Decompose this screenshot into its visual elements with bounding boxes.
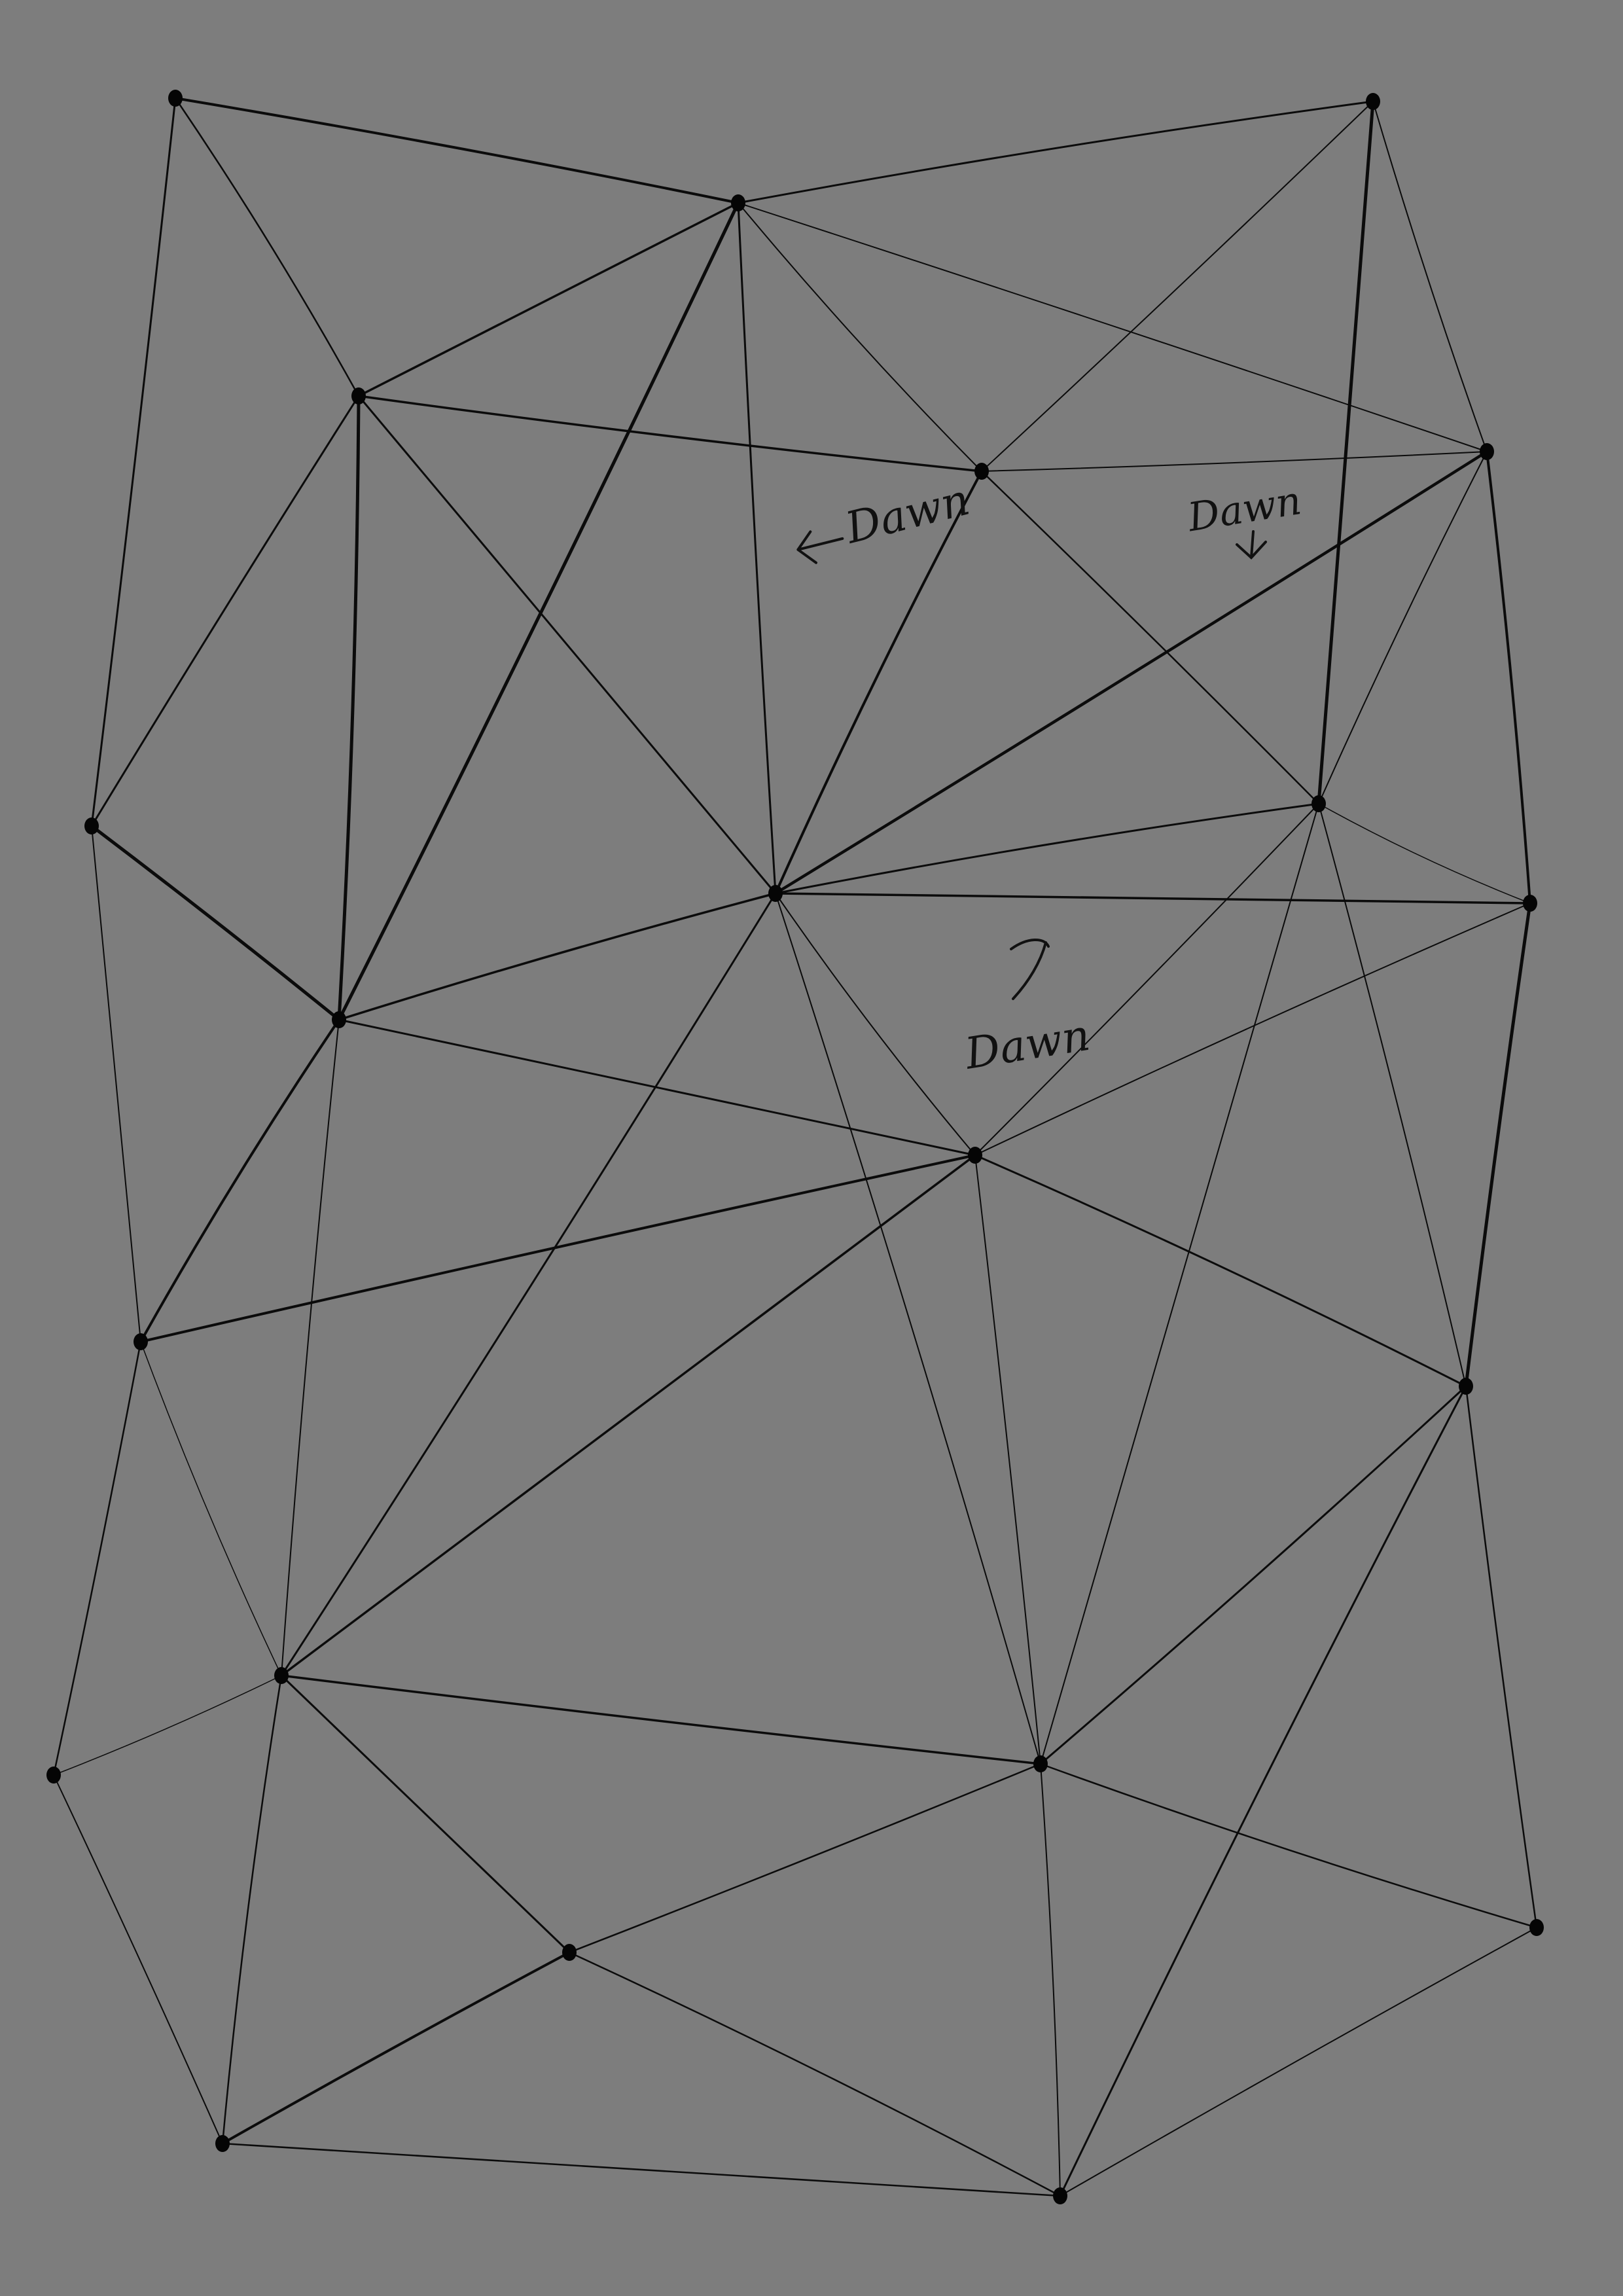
mesh-vertex-i: [768, 885, 783, 902]
mesh-edge-j-k: [1318, 803, 1531, 904]
mesh-edge-f-i: [774, 450, 1489, 895]
mesh-vertex-r: [1529, 1919, 1544, 1936]
mesh-edge-e-i: [774, 470, 983, 895]
mesh-edge-l-m: [139, 1154, 976, 1343]
mesh-edge-c-j: [1317, 99, 1375, 806]
mesh-edge-d-h: [337, 394, 361, 1022]
mesh-vertex-u: [1053, 2187, 1067, 2204]
left-arrow-icon: [796, 530, 844, 564]
mesh-vertex-e: [974, 463, 989, 480]
down-arrow-icon: [1236, 530, 1267, 560]
mesh-vertex-s: [562, 1944, 577, 1961]
mesh-edge-a-g: [90, 97, 177, 827]
mesh-vertex-j: [1311, 795, 1326, 812]
mesh-edge-k-n: [1464, 901, 1532, 1388]
mesh-edge-h-l: [338, 1018, 976, 1157]
mesh-vertices: [46, 90, 1544, 2204]
mesh-edge-j-n: [1318, 803, 1467, 1387]
mesh-vertex-c: [1366, 93, 1380, 110]
mesh-vertex-m: [134, 1333, 148, 1350]
mesh-vertex-a: [168, 90, 183, 107]
mesh-edge-s-u: [568, 1951, 1061, 2197]
mesh-edge-f-j: [1318, 451, 1488, 804]
mesh-edge-o-p: [53, 1675, 282, 1776]
mesh-edge-n-u: [1059, 1385, 1467, 2197]
mesh-edge-h-o: [281, 1019, 340, 1676]
mesh-edge-f-k: [1486, 450, 1531, 905]
mesh-vertex-b: [731, 194, 745, 211]
mesh-edge-p-t: [53, 1774, 223, 2144]
mesh-edge-g-h: [90, 824, 341, 1022]
mesh-edge-e-f: [981, 451, 1488, 472]
mesh-vertex-o: [274, 1667, 289, 1684]
mesh-edge-l-o: [280, 1154, 976, 1677]
mesh-edge-b-f: [738, 202, 1488, 452]
mesh-edge-q-u: [1040, 1763, 1061, 2197]
mesh-edge-b-d: [357, 202, 740, 397]
mesh-vertex-k: [1523, 895, 1537, 912]
mesh-edge-q-r: [1039, 1763, 1538, 1929]
mesh-edge-d-g: [90, 395, 360, 827]
mesh-edge-d-i: [357, 395, 777, 895]
mesh-edge-a-d: [174, 97, 360, 397]
mesh-vertex-f: [1480, 443, 1494, 460]
mesh-vertex-p: [46, 1767, 61, 1784]
mesh-edge-i-q: [775, 893, 1041, 1765]
mesh-edge-j-q: [1040, 803, 1319, 1765]
mesh-vertex-g: [84, 817, 99, 834]
mesh-edge-j-l: [974, 803, 1319, 1156]
mesh-vertex-d: [351, 387, 366, 404]
mesh-edge-o-t: [221, 1674, 283, 2145]
mesh-edge-o-q: [280, 1674, 1042, 1765]
mesh-edge-o-s: [280, 1674, 571, 1954]
mesh-edge-m-p: [52, 1340, 142, 1776]
up-arrow-icon: [1010, 938, 1050, 1000]
mesh-edge-r-u: [1060, 1927, 1537, 2197]
mesh-edge-i-k: [774, 892, 1531, 905]
mesh-vertex-n: [1459, 1378, 1473, 1395]
mesh-edge-m-o: [140, 1341, 282, 1676]
mesh-edge-i-o: [280, 892, 777, 1677]
mesh-edge-a-b: [174, 97, 740, 204]
mesh-vertex-q: [1033, 1755, 1048, 1772]
mesh-edge-b-i: [737, 202, 777, 895]
mesh-edge-b-e: [738, 202, 982, 472]
mesh-edge-i-l: [775, 893, 976, 1156]
mesh-vertex-l: [968, 1147, 982, 1164]
mesh-edge-l-q: [974, 1155, 1041, 1765]
mesh-edge-b-c: [737, 100, 1374, 204]
mesh-vertex-t: [215, 2135, 230, 2152]
mesh-edge-i-j: [774, 802, 1320, 895]
mesh-edge-q-s: [568, 1763, 1042, 1954]
mesh-edge-h-i: [338, 892, 777, 1021]
mesh-edges: [52, 97, 1538, 2197]
mesh-edge-g-m: [91, 825, 141, 1342]
mesh-edge-c-e: [981, 101, 1374, 472]
mesh-edge-t-u: [221, 2142, 1061, 2197]
mesh-edge-k-l: [974, 903, 1531, 1156]
mesh-edge-h-m: [139, 1018, 340, 1343]
mesh-edge-c-f: [1372, 101, 1488, 452]
mesh-edge-n-r: [1465, 1385, 1538, 1929]
mesh-vertex-h: [332, 1011, 346, 1028]
mesh-edge-e-j: [980, 470, 1320, 805]
mesh-edge-l-n: [974, 1154, 1467, 1388]
mesh-edge-n-q: [1039, 1385, 1467, 1765]
mesh-edge-s-t: [221, 1951, 571, 2145]
mesh-edge-d-e: [357, 395, 983, 473]
